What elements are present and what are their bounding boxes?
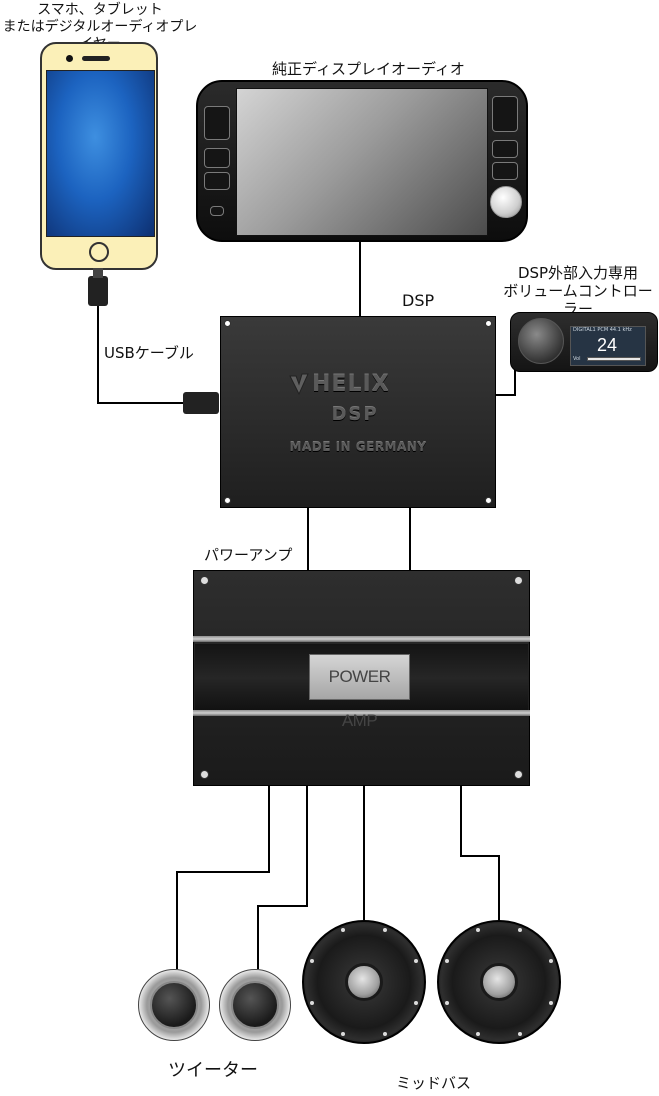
wire-amp-woofer-1 — [363, 786, 365, 920]
woofer-mount-hole — [445, 958, 450, 963]
display-audio-screen — [236, 88, 488, 236]
headunit-button — [204, 106, 230, 140]
power-amp-label: パワーアンプ — [204, 546, 293, 564]
wire-amp-tweeter-2 — [257, 905, 259, 969]
midbass-speaker — [437, 920, 561, 1044]
phone-home-button — [89, 242, 109, 262]
wire-dsp-amp-left — [307, 508, 309, 570]
woofer-mount-hole — [548, 1001, 553, 1006]
woofer-mount-hole — [475, 1031, 480, 1036]
wire-dsp-controller — [496, 394, 516, 396]
tweeter-dome — [150, 981, 198, 1029]
headunit-button — [492, 96, 518, 132]
wire-amp-tweeter-1 — [268, 786, 270, 872]
headunit-label: 純正ディスプレイオーディオ — [272, 60, 465, 78]
headunit-button — [492, 162, 518, 180]
phone-screen — [46, 70, 155, 237]
usb-cable-label: USBケーブル — [104, 344, 194, 362]
wire-amp-woofer-2 — [460, 786, 462, 856]
woofer-mount-hole — [548, 958, 553, 963]
screw — [224, 320, 231, 327]
wire-amp-woofer-2 — [460, 855, 500, 857]
usb-connector-dsp — [183, 392, 219, 414]
wire-amp-woofer-2 — [498, 855, 500, 920]
wire-usb-vertical — [97, 300, 99, 404]
usb-connector-phone — [88, 276, 108, 306]
screw — [224, 497, 231, 504]
helix-logo-icon — [288, 372, 310, 396]
woofer-mount-hole — [475, 928, 480, 933]
woofer-mount-hole — [310, 958, 315, 963]
headunit-volume-knob — [490, 186, 522, 218]
woofer-mount-hole — [518, 1031, 523, 1036]
tweeter-dome — [231, 981, 279, 1029]
controller-volume-bar — [587, 357, 641, 361]
wire-amp-tweeter-2 — [306, 786, 308, 906]
wire-amp-tweeter-2 — [257, 905, 308, 907]
controller-display-value: 24 — [596, 335, 618, 355]
amp-rail-top — [193, 636, 530, 642]
woofer-mount-hole — [310, 1001, 315, 1006]
screw — [200, 770, 209, 779]
woofer-mount-hole — [383, 928, 388, 933]
headunit-button — [204, 172, 230, 190]
wire-amp-tweeter-1 — [176, 871, 178, 969]
woofer-mount-hole — [413, 1001, 418, 1006]
controller-display-footer: Vol — [573, 356, 581, 362]
screw — [514, 770, 523, 779]
headunit-button — [210, 206, 224, 216]
phone-speaker — [82, 56, 110, 61]
woofer-mount-hole — [445, 1001, 450, 1006]
screw — [514, 576, 523, 585]
screw — [485, 320, 492, 327]
wire-headunit-dsp — [359, 240, 361, 316]
woofer-mount-hole — [340, 928, 345, 933]
controller-knob — [518, 318, 564, 364]
amp-badge: POWER AMP — [309, 654, 410, 730]
dsp-brand: HELIX — [312, 372, 390, 397]
woofer-mount-hole — [518, 928, 523, 933]
wire-controller-drop — [514, 370, 516, 396]
woofer-mount-hole — [383, 1031, 388, 1036]
woofer-mount-hole — [340, 1031, 345, 1036]
controller-label: DSP外部入力専用 ボリュームコントローラー — [503, 264, 653, 318]
headunit-button — [204, 148, 230, 168]
amp-rail-bottom — [193, 710, 530, 716]
wire-usb-horizontal — [97, 402, 189, 404]
midbass-dust-cap — [345, 963, 383, 1001]
wire-amp-tweeter-1 — [176, 871, 270, 873]
controller-display-header: DIGITAL1 PCM 44.1 kHz — [573, 327, 632, 333]
woofer-mount-hole — [413, 958, 418, 963]
tweeter-label: ツイーター — [168, 1060, 258, 1081]
midbass-dust-cap — [480, 963, 518, 1001]
screw — [485, 497, 492, 504]
screw — [200, 576, 209, 585]
dsp-origin: MADE IN GERMANY — [289, 440, 427, 454]
phone-camera — [66, 55, 73, 62]
usb-connector-neck — [93, 268, 103, 278]
midbass-label: ミッドバス — [396, 1074, 472, 1092]
dsp-unit — [220, 316, 496, 508]
dsp-model: DSP — [331, 404, 379, 425]
dsp-label: DSP — [402, 291, 435, 310]
headunit-button — [492, 140, 518, 158]
wire-dsp-amp-right — [409, 508, 411, 570]
